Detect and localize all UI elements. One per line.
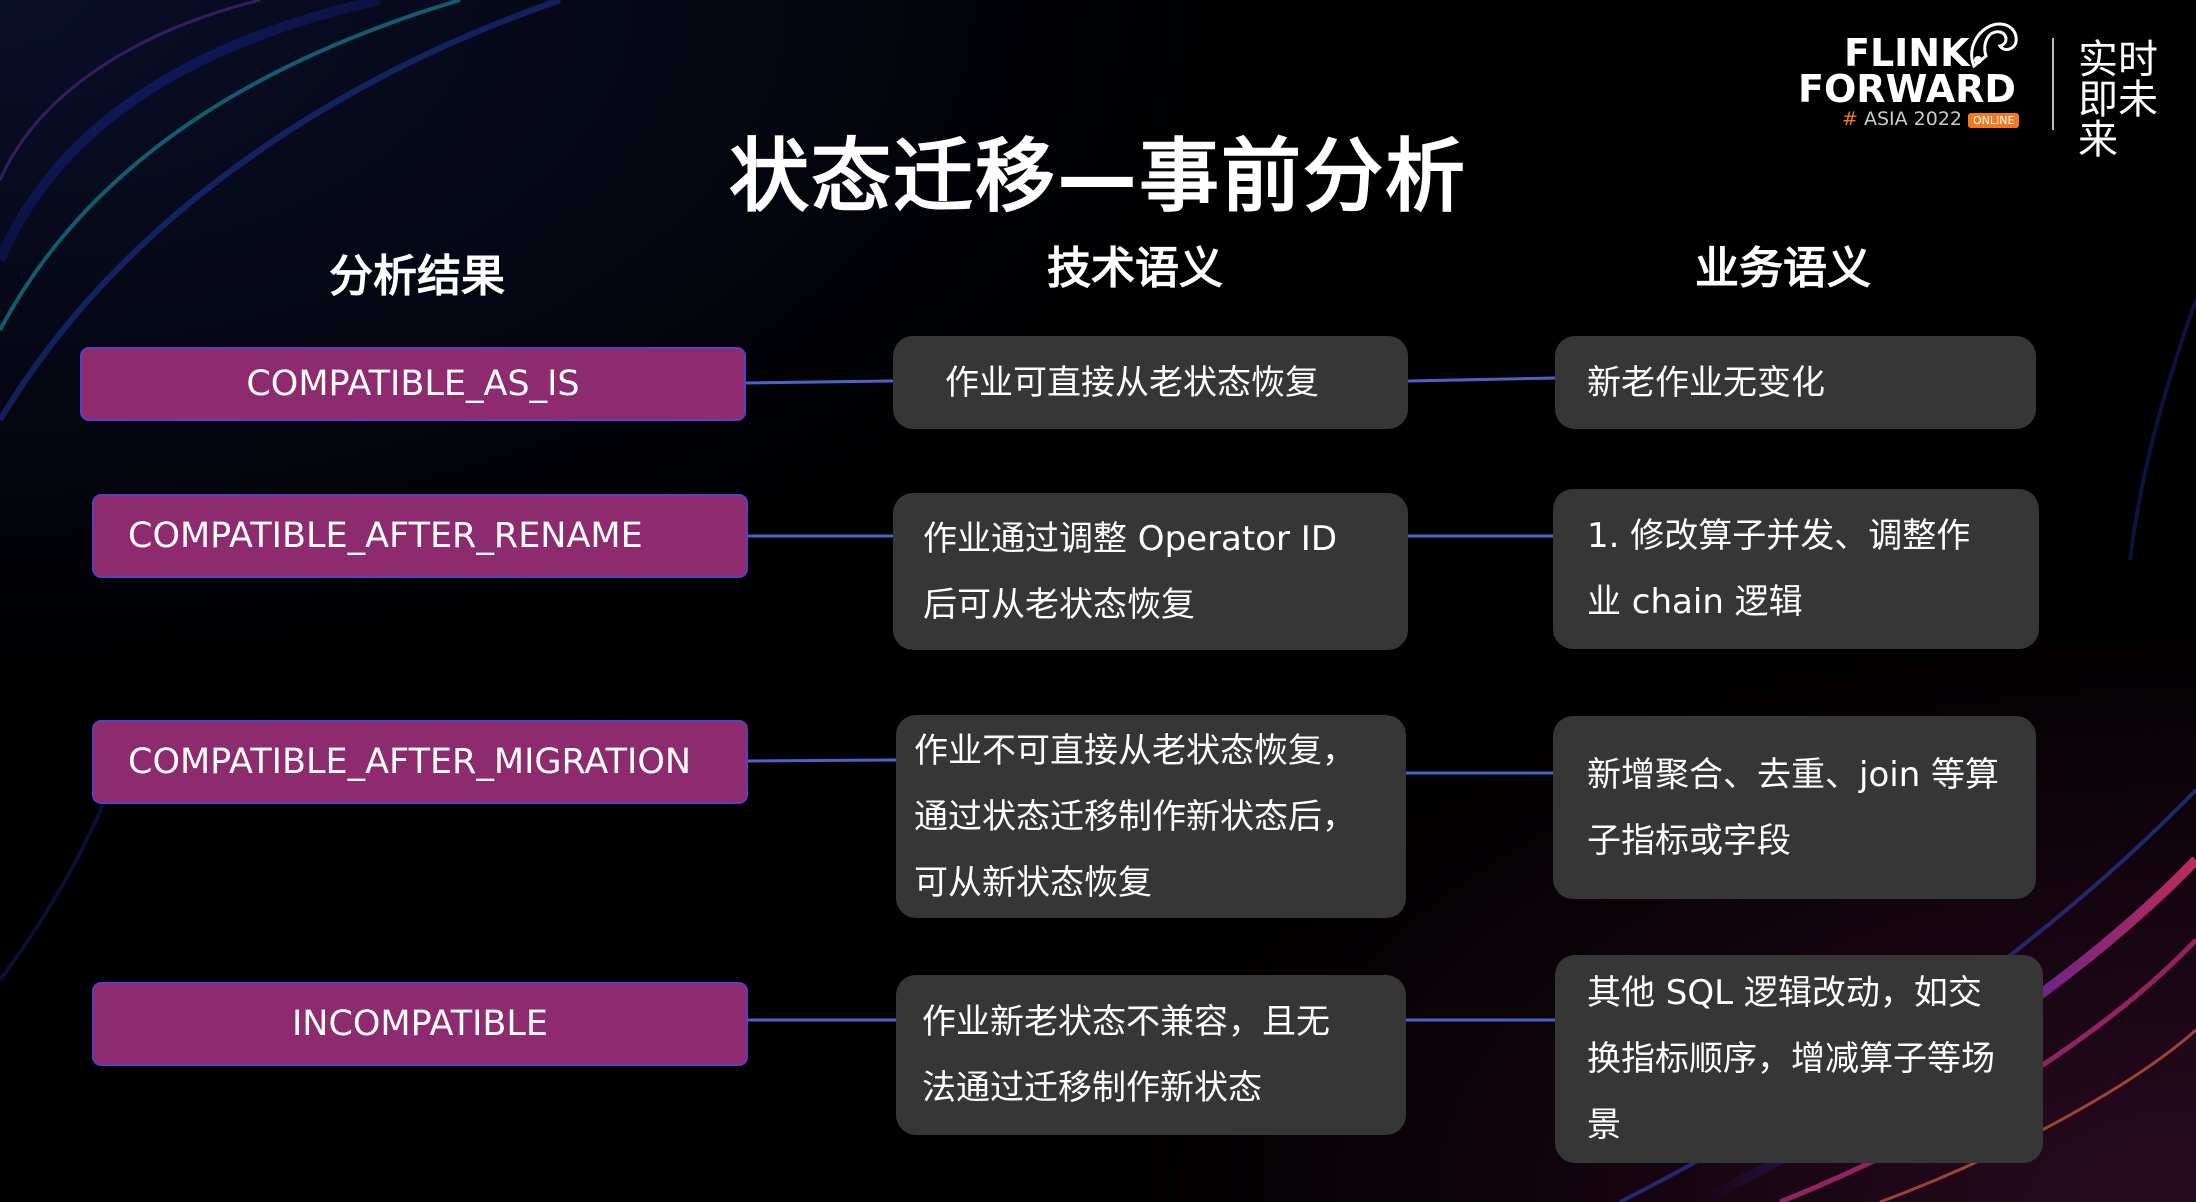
- tech-box-row3: 作业不可直接从老状态恢复， 通过状态迁移制作新状态后， 可从新状态恢复: [896, 715, 1406, 918]
- business-line: 业 chain 逻辑: [1587, 582, 1803, 622]
- business-line: 新增聚合、去重、join 等算: [1587, 754, 2000, 795]
- tech-line: 作业可直接从老状态恢复: [945, 362, 1319, 403]
- business-line: 1. 修改算子并发、调整作: [1587, 516, 1971, 556]
- flink-forward-logo: FLINK FORWARD # ASIA 2022 ONLINE 实时即未来: [1796, 22, 2196, 160]
- business-line: 子指标或字段: [1587, 820, 1791, 861]
- tech-line: 作业通过调整 Operator ID: [923, 518, 1338, 559]
- tech-line: 后可从老状态恢复: [923, 584, 1195, 625]
- tech-box-row4: 作业新老状态不兼容，且无 法通过迁移制作新状态: [896, 975, 1406, 1135]
- online-badge: ONLINE: [1968, 113, 2020, 128]
- business-box-row4: 其他 SQL 逻辑改动，如交 换指标顺序，增减算子等场 景: [1555, 955, 2043, 1163]
- tech-line: 法通过迁移制作新状态: [922, 1068, 1262, 1108]
- slide-title: 状态迁移—事前分析: [729, 130, 1467, 223]
- result-compatible-after-migration: COMPATIBLE_AFTER_MIGRATION: [92, 720, 748, 804]
- tech-line: 作业不可直接从老状态恢复，: [914, 730, 1356, 771]
- business-box-row2: 1. 修改算子并发、调整作 业 chain 逻辑: [1553, 489, 2039, 649]
- business-line: 其他 SQL 逻辑改动，如交: [1587, 973, 1982, 1013]
- header-technical-semantics: 技术语义: [1047, 243, 1223, 294]
- logo-flink-text: FLINK: [1844, 31, 1970, 75]
- logo-event: # ASIA 2022: [1842, 108, 1962, 130]
- tech-line: 作业新老状态不兼容，且无: [922, 1002, 1330, 1042]
- business-line: 景: [1587, 1105, 1621, 1145]
- connector-row1-b: [1407, 376, 1556, 383]
- header-business-semantics: 业务语义: [1695, 243, 1871, 294]
- tech-box-row2: 作业通过调整 Operator ID 后可从老状态恢复: [893, 493, 1408, 650]
- tech-line: 可从新状态恢复: [914, 862, 1152, 903]
- result-compatible-as-is: COMPATIBLE_AS_IS: [80, 347, 746, 421]
- business-line: 新老作业无变化: [1587, 362, 1825, 403]
- connector-row1-a: [745, 379, 894, 385]
- event-name: ASIA 2022: [1863, 108, 1963, 130]
- logo-slogan: 实时即未来: [2078, 37, 2158, 163]
- business-box-row3: 新增聚合、去重、join 等算 子指标或字段: [1553, 716, 2036, 899]
- logo-forward-text: FORWARD: [1798, 67, 2016, 111]
- hash-symbol: #: [1842, 108, 1858, 130]
- squirrel-icon: [1970, 22, 2018, 69]
- result-compatible-after-rename: COMPATIBLE_AFTER_RENAME: [92, 494, 748, 578]
- tech-line: 通过状态迁移制作新状态后，: [914, 796, 1356, 837]
- tech-box-row1: 作业可直接从老状态恢复: [893, 336, 1408, 429]
- business-line: 换指标顺序，增减算子等场: [1587, 1039, 1995, 1079]
- logo-divider: [2052, 38, 2054, 130]
- connector-row3-a: [747, 758, 897, 763]
- result-incompatible: INCOMPATIBLE: [92, 982, 748, 1066]
- business-box-row1: 新老作业无变化: [1555, 336, 2036, 429]
- header-analysis-result: 分析结果: [329, 251, 505, 302]
